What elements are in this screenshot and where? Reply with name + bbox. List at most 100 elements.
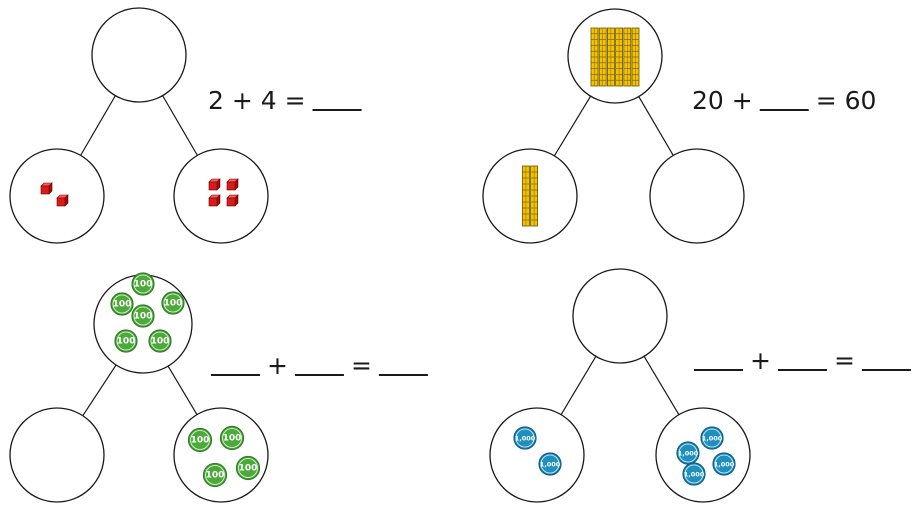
disc-value-label: 100: [151, 337, 170, 347]
hundred-disc: 100: [114, 329, 138, 353]
bond-connector-line: [638, 96, 674, 156]
disc-face: [513, 426, 537, 450]
number-bond-tens: 20 + = 60: [482, 8, 877, 244]
thousand-disc: 1,000: [682, 462, 706, 486]
disc-value-label: 100: [134, 312, 153, 322]
part-circle-right: [649, 148, 745, 244]
disc-face: [131, 272, 155, 296]
thousand-disc: 1,000: [700, 426, 724, 450]
disc-value-label: 1,000: [540, 461, 561, 469]
bond-connector-line: [80, 95, 116, 156]
ten-rod: [530, 165, 538, 227]
disc-value-label: 100: [223, 434, 242, 444]
unit-cube: [226, 197, 236, 207]
disc-value-label: 1,000: [714, 461, 735, 469]
disc-ring: [112, 294, 132, 314]
thousand-disc: 1,000: [712, 452, 736, 476]
bond-connector-line: [560, 356, 597, 415]
disc-ring: [222, 428, 242, 448]
disc-value-label: 1,000: [684, 471, 705, 479]
hundred-disc: 100: [202, 462, 228, 488]
hundred-disc: 100: [235, 455, 261, 481]
equation-text: +: [750, 346, 771, 375]
number-bond-ones: 2 + 4 =: [9, 7, 362, 244]
part-circle-left: [482, 148, 578, 244]
unit-cube: [40, 185, 50, 195]
bond-connector-line: [82, 364, 117, 417]
ten-rod: [522, 165, 530, 227]
part-circle-left: [9, 407, 105, 503]
hundred-disc: 100: [110, 292, 134, 316]
part-circle-right: [655, 407, 751, 503]
part-circle-right: [173, 407, 269, 503]
disc-face: [538, 452, 562, 476]
disc-value-label: 100: [164, 299, 183, 309]
disc-ring: [150, 331, 170, 351]
bond-connector-line: [553, 95, 592, 157]
equation-text: 2 + 4 =: [208, 86, 306, 115]
disc-ring: [205, 465, 225, 485]
disc-ring: [133, 306, 153, 326]
disc-face: [676, 441, 700, 465]
part-circle-left: [489, 407, 585, 503]
disc-ring: [678, 443, 698, 463]
thousand-disc: 1,000: [676, 441, 700, 465]
disc-value-label: 100: [134, 280, 153, 290]
disc-ring: [133, 274, 153, 294]
equation-text: +: [267, 351, 288, 380]
unit-cube: [226, 181, 236, 191]
equation-hundreds: +=: [211, 351, 428, 380]
disc-value-label: 1,000: [515, 435, 536, 443]
disc-ring: [515, 428, 535, 448]
disc-ring: [238, 458, 258, 478]
equation-text: = 60: [816, 86, 877, 115]
thousand-disc: 1,000: [538, 452, 562, 476]
disc-face: [700, 426, 724, 450]
disc-face: [202, 462, 228, 488]
equation-text: 20 +: [692, 86, 753, 115]
whole-circle: [572, 268, 668, 364]
hundred-disc: 100: [219, 425, 245, 451]
disc-value-label: 100: [239, 464, 258, 474]
thousand-disc: 1,000: [513, 426, 537, 450]
disc-face: [219, 425, 245, 451]
disc-value-label: 100: [191, 436, 210, 446]
disc-ring: [714, 454, 734, 474]
whole-circle: [91, 7, 187, 103]
hundred-disc: 100: [148, 329, 172, 353]
part-circle-right: [173, 148, 269, 244]
disc-value-label: 1,000: [678, 450, 699, 458]
equation-ones: 2 + 4 =: [208, 86, 362, 115]
bond-connector-line: [643, 356, 680, 415]
hundred-disc: 100: [161, 291, 185, 315]
disc-ring: [540, 454, 560, 474]
disc-value-label: 1,000: [702, 435, 723, 443]
disc-value-label: 100: [206, 471, 225, 481]
ten-rod: [590, 27, 599, 87]
equation-text: =: [834, 346, 855, 375]
disc-ring: [702, 428, 722, 448]
unit-cube: [208, 197, 218, 207]
disc-face: [682, 462, 706, 486]
disc-face: [235, 455, 261, 481]
disc-face: [110, 292, 134, 316]
disc-ring: [163, 293, 183, 313]
hundred-disc: 100: [187, 427, 213, 453]
part-circle-left: [9, 148, 105, 244]
equation-thousands: +=: [694, 346, 911, 375]
disc-face: [161, 291, 185, 315]
disc-face: [712, 452, 736, 476]
bond-connector-line: [167, 365, 198, 415]
ten-rod: [615, 27, 623, 87]
unit-cube: [208, 181, 218, 191]
disc-face: [148, 329, 172, 353]
ten-rod: [623, 27, 632, 87]
disc-value-label: 100: [113, 300, 132, 310]
ten-rod: [607, 27, 615, 87]
whole-circle: [567, 8, 663, 104]
disc-ring: [116, 331, 136, 351]
disc-ring: [684, 464, 704, 484]
